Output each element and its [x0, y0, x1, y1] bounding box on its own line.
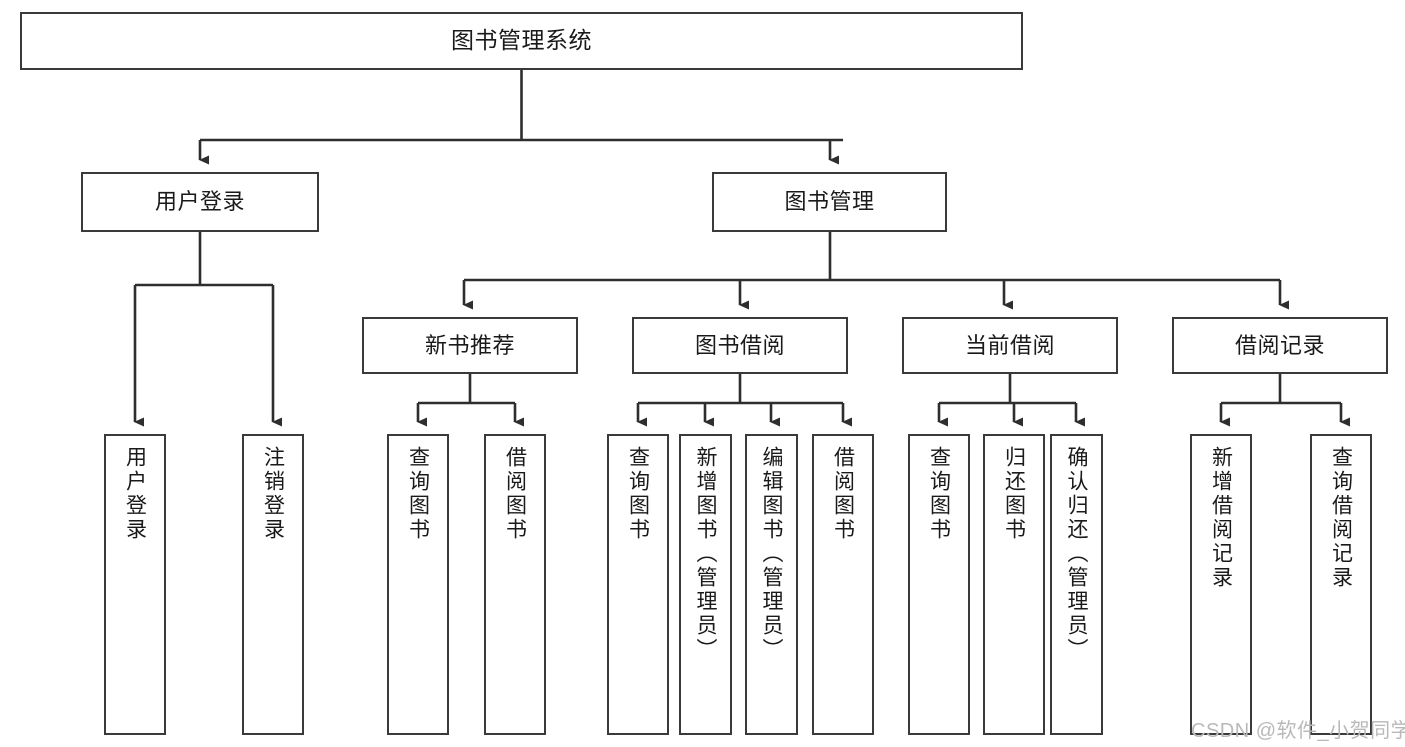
leaf-query-record[interactable]: 查询借阅记录 — [1310, 434, 1372, 735]
node-label: 图书管理 — [784, 189, 875, 215]
node-label: 图书借阅 — [694, 332, 785, 358]
node-borrow-record[interactable]: 借阅记录 — [1172, 317, 1388, 374]
leaf-query-book-3[interactable]: 查询图书 — [908, 434, 970, 735]
node-new-book-rec[interactable]: 新书推荐 — [362, 317, 578, 374]
leaf-user-login[interactable]: 用户登录 — [104, 434, 166, 735]
node-label: 新增借阅记录 — [1209, 446, 1233, 590]
node-label: 借阅图书 — [503, 446, 527, 542]
leaf-edit-book[interactable]: 编辑图书（管理员） — [745, 434, 798, 735]
leaf-query-book-1[interactable]: 查询图书 — [387, 434, 449, 735]
node-label: 新书推荐 — [424, 332, 515, 358]
leaf-return-book[interactable]: 归还图书 — [983, 434, 1045, 735]
node-label: 借阅图书 — [831, 446, 855, 542]
node-label: 归还图书 — [1002, 446, 1026, 542]
node-label: 查询图书 — [406, 446, 430, 542]
node-book-borrow[interactable]: 图书借阅 — [632, 317, 848, 374]
node-label: 用户登录 — [154, 189, 245, 215]
node-label: 编辑图书（管理员） — [760, 446, 783, 662]
node-current-borrow[interactable]: 当前借阅 — [902, 317, 1118, 374]
node-root-system[interactable]: 图书管理系统 — [20, 12, 1023, 70]
node-label: 查询图书 — [927, 446, 951, 542]
leaf-query-book-2[interactable]: 查询图书 — [607, 434, 669, 735]
node-label: 注销登录 — [261, 446, 285, 542]
node-label: 查询借阅记录 — [1329, 446, 1353, 590]
node-label: 图书管理系统 — [451, 27, 592, 54]
node-label: 借阅记录 — [1234, 332, 1325, 358]
leaf-add-record[interactable]: 新增借阅记录 — [1190, 434, 1252, 735]
leaf-borrow-book-1[interactable]: 借阅图书 — [484, 434, 546, 735]
node-user-login[interactable]: 用户登录 — [81, 172, 319, 232]
leaf-confirm-return[interactable]: 确认归还（管理员） — [1050, 434, 1103, 735]
csdn-watermark: CSDN @软件_小贺同学 — [1191, 720, 1405, 742]
node-label: 当前借阅 — [964, 332, 1055, 358]
node-label: 新增图书（管理员） — [694, 446, 717, 662]
node-label: 用户登录 — [123, 446, 147, 542]
node-label: 确认归还（管理员） — [1065, 446, 1088, 662]
leaf-borrow-book-2[interactable]: 借阅图书 — [812, 434, 874, 735]
leaf-add-book[interactable]: 新增图书（管理员） — [679, 434, 732, 735]
node-label: 查询图书 — [626, 446, 650, 542]
leaf-user-logout[interactable]: 注销登录 — [242, 434, 304, 735]
node-book-manage[interactable]: 图书管理 — [712, 172, 947, 232]
